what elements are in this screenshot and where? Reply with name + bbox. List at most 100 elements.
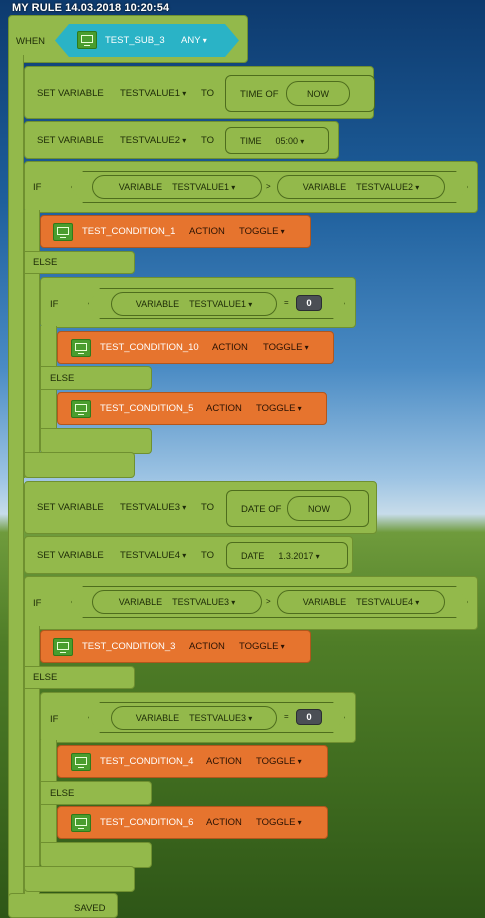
- if-label: IF: [33, 182, 42, 193]
- action-block[interactable]: TEST_CONDITION_6 ACTION TOGGLE: [57, 806, 328, 839]
- date-label: DATE: [241, 550, 265, 561]
- set-label: SET VARIABLE: [37, 550, 104, 561]
- http-monitor-icon: [71, 339, 91, 357]
- device-name: TEST_CONDITION_6: [100, 817, 194, 828]
- left-variable-dropdown[interactable]: TESTVALUE3: [189, 713, 252, 723]
- action-label: ACTION: [206, 403, 242, 414]
- variable-dropdown[interactable]: TESTVALUE4: [120, 550, 186, 561]
- variable-dropdown[interactable]: TESTVALUE3: [120, 502, 186, 513]
- device-name: TEST_CONDITION_3: [82, 641, 176, 652]
- variable-dropdown[interactable]: TESTVALUE2: [120, 135, 186, 146]
- http-monitor-icon: [71, 814, 91, 832]
- set-variable-block-3[interactable]: SET VARIABLE TESTVALUE3 TO DATE OF NOW: [24, 481, 377, 534]
- left-variable[interactable]: VARIABLE TESTVALUE1: [92, 175, 262, 199]
- left-variable[interactable]: VARIABLE TESTVALUE3: [111, 706, 277, 730]
- action-block[interactable]: TEST_CONDITION_1 ACTION TOGGLE: [40, 215, 311, 248]
- left-variable-dropdown[interactable]: TESTVALUE1: [189, 299, 252, 309]
- action-dropdown[interactable]: TOGGLE: [256, 756, 302, 767]
- set-label: SET VARIABLE: [37, 88, 104, 99]
- right-variable-dropdown[interactable]: TESTVALUE4: [356, 597, 419, 607]
- when-label: WHEN: [16, 36, 46, 47]
- http-monitor-icon: [53, 223, 73, 241]
- right-variable[interactable]: VARIABLE TESTVALUE4: [277, 590, 445, 614]
- action-label: ACTION: [206, 756, 242, 767]
- action-dropdown[interactable]: TOGGLE: [256, 403, 302, 414]
- variable-dropdown[interactable]: TESTVALUE1: [120, 88, 186, 99]
- number-value[interactable]: 0: [296, 709, 322, 725]
- if-spine-2: [24, 626, 40, 894]
- action-label: ACTION: [189, 641, 225, 652]
- if-end-1: [24, 452, 135, 478]
- http-monitor-icon: [71, 400, 91, 418]
- when-trigger[interactable]: TEST_SUB_3 ANY: [55, 24, 239, 57]
- else-block-nested-1: ELSE: [40, 366, 152, 390]
- operator[interactable]: >: [266, 597, 271, 606]
- left-variable-dropdown[interactable]: TESTVALUE3: [172, 597, 235, 607]
- action-dropdown[interactable]: TOGGLE: [256, 817, 302, 828]
- time-block[interactable]: TIME 05:00: [225, 127, 329, 154]
- action-dropdown[interactable]: TOGGLE: [239, 226, 285, 237]
- now-value[interactable]: NOW: [287, 496, 351, 521]
- nested-if-end-1: [40, 428, 152, 454]
- right-variable-dropdown[interactable]: TESTVALUE2: [356, 182, 419, 192]
- date-of-label: DATE OF: [241, 504, 282, 515]
- else-label: ELSE: [50, 788, 75, 799]
- else-label: ELSE: [33, 672, 58, 683]
- action-label: ACTION: [206, 817, 242, 828]
- set-variable-block-4[interactable]: SET VARIABLE TESTVALUE4 TO DATE 1.3.2017: [24, 536, 353, 574]
- device-name: TEST_CONDITION_10: [100, 342, 199, 353]
- if-label: IF: [33, 598, 42, 609]
- to-label: TO: [201, 502, 215, 513]
- action-label: ACTION: [212, 342, 248, 353]
- nested-if-end-2: [40, 842, 152, 868]
- now-value[interactable]: NOW: [286, 81, 350, 106]
- rule-title: MY RULE 14.03.2018 10:20:54: [12, 2, 170, 14]
- saved-status: SAVED: [74, 903, 106, 914]
- device-name: TEST_CONDITION_4: [100, 756, 194, 767]
- date-of-block[interactable]: DATE OF NOW: [226, 490, 369, 527]
- to-label: TO: [201, 550, 215, 561]
- set-label: SET VARIABLE: [37, 502, 104, 513]
- else-label: ELSE: [33, 257, 58, 268]
- http-monitor-icon: [53, 638, 73, 656]
- time-of-label: TIME OF: [240, 89, 279, 100]
- else-label: ELSE: [50, 373, 75, 384]
- left-variable[interactable]: VARIABLE TESTVALUE1: [111, 292, 277, 316]
- action-block[interactable]: TEST_CONDITION_4 ACTION TOGGLE: [57, 745, 328, 778]
- time-value-dropdown[interactable]: 05:00: [276, 136, 305, 146]
- time-of-block[interactable]: TIME OF NOW: [225, 75, 375, 112]
- else-block-1: ELSE: [24, 251, 135, 274]
- number-value[interactable]: 0: [296, 295, 322, 311]
- operator[interactable]: =: [284, 298, 289, 307]
- action-block[interactable]: TEST_CONDITION_10 ACTION TOGGLE: [57, 331, 334, 364]
- to-label: TO: [201, 88, 215, 99]
- operator[interactable]: >: [266, 182, 271, 191]
- date-block[interactable]: DATE 1.3.2017: [226, 542, 348, 569]
- action-dropdown[interactable]: TOGGLE: [263, 342, 309, 353]
- set-variable-block-1[interactable]: SET VARIABLE TESTVALUE1 TO TIME OF NOW: [24, 66, 375, 119]
- device-name: TEST_CONDITION_1: [82, 226, 176, 237]
- if-label: IF: [50, 299, 59, 310]
- rule-footer: [8, 893, 118, 918]
- else-block-nested-2: ELSE: [40, 781, 152, 805]
- left-variable-dropdown[interactable]: TESTVALUE1: [172, 182, 235, 192]
- to-label: TO: [201, 135, 215, 146]
- operator[interactable]: =: [284, 712, 289, 721]
- date-value-dropdown[interactable]: 1.3.2017: [278, 551, 319, 561]
- action-label: ACTION: [189, 226, 225, 237]
- set-label: SET VARIABLE: [37, 135, 104, 146]
- when-trigger-dropdown[interactable]: ANY: [181, 35, 207, 46]
- http-monitor-icon: [71, 753, 91, 771]
- action-dropdown[interactable]: TOGGLE: [239, 641, 285, 652]
- if-spine-1: [24, 210, 40, 478]
- action-block[interactable]: TEST_CONDITION_5 ACTION TOGGLE: [57, 392, 327, 425]
- right-variable[interactable]: VARIABLE TESTVALUE2: [277, 175, 445, 199]
- if-label: IF: [50, 714, 59, 725]
- if-end-2: [24, 866, 135, 892]
- device-name: TEST_CONDITION_5: [100, 403, 194, 414]
- when-subject: TEST_SUB_3: [105, 35, 165, 46]
- left-variable[interactable]: VARIABLE TESTVALUE3: [92, 590, 262, 614]
- action-block[interactable]: TEST_CONDITION_3 ACTION TOGGLE: [40, 630, 311, 663]
- set-variable-block-2[interactable]: SET VARIABLE TESTVALUE2 TO TIME 05:00: [24, 121, 339, 159]
- http-monitor-icon: [77, 31, 97, 49]
